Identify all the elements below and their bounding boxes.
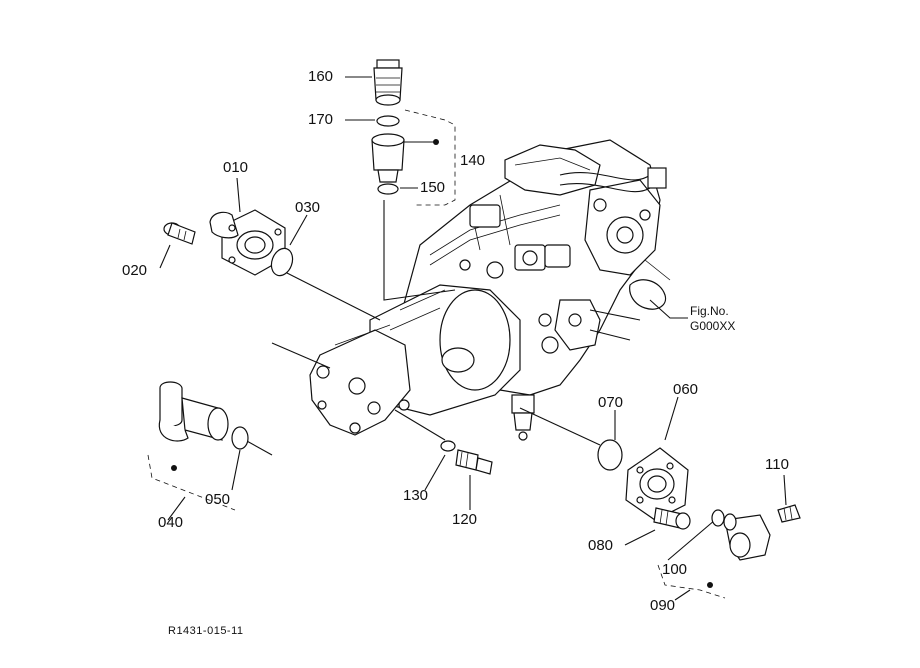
label-070: 070 [598,394,624,411]
leader-lines [147,76,787,601]
part-150-o-ring [377,183,399,195]
part-120-plug [455,449,493,475]
label-170: 170 [308,111,334,128]
label-110: 110 [765,456,789,473]
label-080: 080 [588,537,614,554]
part-050-o-ring [231,426,249,450]
fig-reference: Fig.No. G000XX [690,304,735,334]
label-030: 030 [295,199,321,216]
part-160-cap [373,59,403,106]
part-140-valve [371,133,439,183]
label-050: 050 [205,491,231,508]
part-170-o-ring [376,115,400,127]
drawing-code: R1431-015-11 [168,625,244,637]
label-060: 060 [673,381,699,398]
label-090: 090 [650,597,676,614]
part-030-o-ring [270,247,294,277]
part-100-o-ring [711,509,725,527]
part-060-flange [625,447,689,521]
fig-reference-line2: G000XX [690,319,736,333]
label-040: 040 [158,514,184,531]
label-130: 130 [403,487,429,504]
part-020-bolt [163,222,196,245]
label-120: 120 [452,511,478,528]
label-010: 010 [223,159,249,176]
label-020: 020 [122,262,148,279]
pump-cylinder-drawing [309,284,521,436]
part-090-elbow [707,513,771,588]
fig-reference-line1: Fig.No. [690,304,729,318]
part-130-o-ring [440,440,456,452]
marker-dot [433,139,439,145]
part-070-o-ring [597,439,623,471]
label-100: 100 [662,561,688,578]
label-160: 160 [308,68,334,85]
label-140: 140 [460,152,486,169]
part-080-bolt [653,507,691,530]
part-110-plug [777,504,801,523]
label-150: 150 [420,179,446,196]
part-040-fitting [158,381,229,471]
